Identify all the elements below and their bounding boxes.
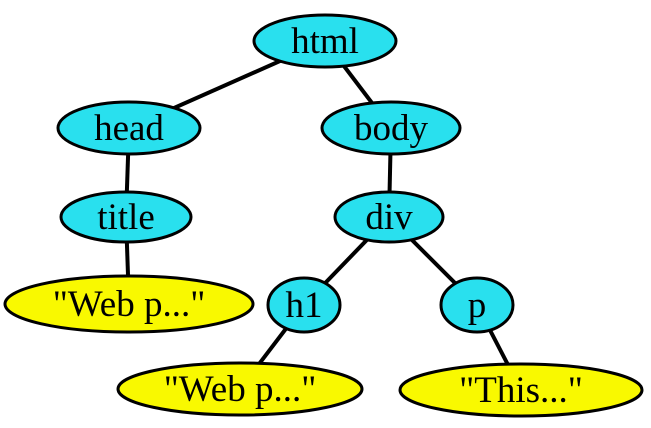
node-html-ellipse: [252, 13, 398, 69]
node-html: html: [252, 13, 398, 69]
node-title-ellipse: [59, 190, 193, 244]
node-text-web-p-1-ellipse: [3, 274, 255, 334]
node-text-web-p-2: "Web p...": [116, 361, 364, 417]
node-h1-ellipse: [266, 276, 342, 334]
node-html-label: html: [291, 21, 359, 62]
node-title-label: title: [97, 197, 155, 238]
node-text-this-ellipse: [398, 362, 644, 418]
node-p-ellipse: [439, 276, 515, 334]
node-p: p: [439, 276, 515, 334]
node-h1: h1: [266, 276, 342, 334]
node-text-this: "This...": [398, 362, 644, 418]
node-text-web-p-2-ellipse: [116, 361, 364, 417]
node-h1-label: h1: [286, 285, 323, 326]
node-head-label: head: [94, 108, 164, 149]
node-head: head: [56, 100, 202, 156]
node-title: title: [59, 190, 193, 244]
node-div-label: div: [365, 197, 413, 238]
node-text-web-p-2-label: "Web p...": [164, 369, 317, 410]
node-body-ellipse: [320, 100, 462, 156]
node-div: div: [333, 190, 445, 244]
node-head-ellipse: [56, 100, 202, 156]
node-p-label: p: [468, 285, 487, 326]
node-text-web-p-1: "Web p...": [3, 274, 255, 334]
node-body: body: [320, 100, 462, 156]
node-text-web-p-1-label: "Web p...": [53, 284, 206, 325]
node-body-label: body: [354, 108, 429, 149]
node-div-ellipse: [333, 190, 445, 244]
node-text-this-label: "This...": [459, 370, 583, 411]
nodes-layer: html head body title div "Web p..." h1 p "Web p.…: [3, 13, 644, 418]
